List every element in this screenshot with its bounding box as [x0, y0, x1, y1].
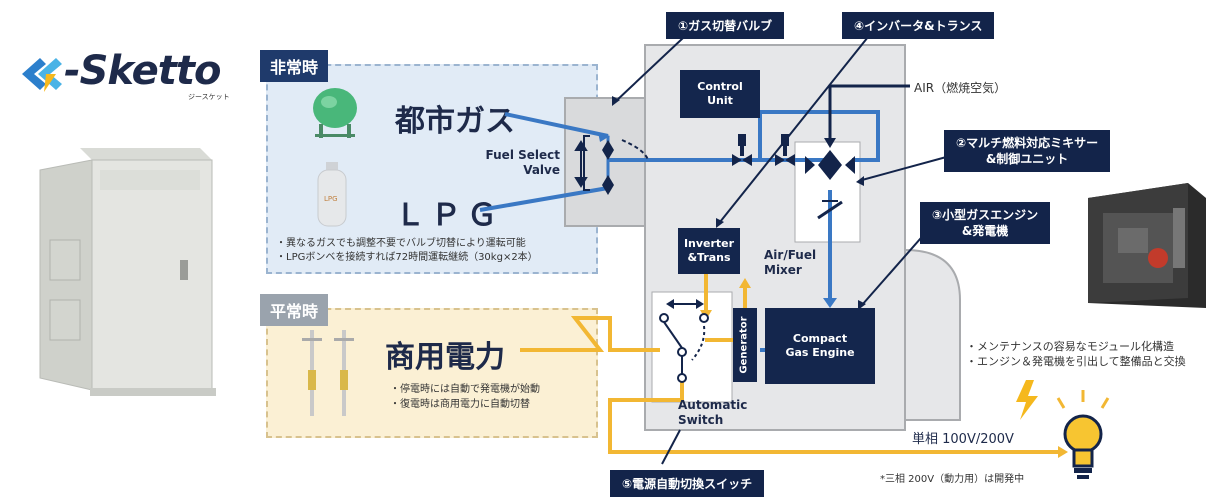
lpg-can-label: LPG: [324, 195, 338, 203]
logo-text: -Sketto: [64, 48, 221, 94]
light-bulb-icon: [1063, 414, 1103, 479]
control-unit-box: Control Unit: [680, 70, 760, 118]
air-fuel-mixer-label: Air/Fuel Mixer: [764, 248, 817, 277]
control-unit-label: Control Unit: [697, 80, 743, 107]
commercial-power-label: 商用電力: [385, 340, 505, 375]
callout-engine: ③小型ガスエンジン &発電機: [920, 202, 1051, 244]
maintenance-note-2: ・エンジン＆発電機を引出して整備品と交換: [966, 355, 1186, 368]
cabinet-illustration: [39, 148, 216, 396]
logo-mark-icon: [22, 58, 62, 92]
maintenance-note-1: ・メンテナンスの容易なモジュール化構造: [966, 340, 1175, 353]
normal-note-2: ・復電時は商用電力に自動切替: [390, 399, 530, 410]
callout-inverter: ④インバータ&トランス: [842, 12, 995, 39]
automatic-switch-label: Automatic Switch: [678, 398, 748, 427]
inverter-trans-label: Inverter &Trans: [683, 237, 735, 264]
generator-box: Generator: [733, 308, 757, 382]
emergency-note-1: ・異なるガスでも調整不要でバルブ切替により運転可能: [276, 238, 526, 249]
lpg-label: ＬＰＧ: [395, 198, 503, 233]
normal-note-1: ・停電時には自動で発電機が始動: [390, 384, 540, 395]
callout-switch: ⑤電源自動切換スイッチ: [610, 470, 765, 497]
three-phase-note: *三相 200V（動力用）は開発中: [880, 474, 1025, 485]
engine-module-photo: [1078, 178, 1208, 313]
compact-gas-engine-box: Compact Gas Engine: [765, 308, 875, 384]
logo-subtext: ジースケット: [188, 93, 230, 101]
callout-mixer: ②マルチ燃料対応ミキサー &制御ユニット: [944, 130, 1111, 172]
gas-tank-icon: [313, 88, 357, 138]
city-gas-label: 都市ガス: [395, 104, 515, 139]
utility-pole-icon: [302, 330, 354, 416]
single-phase-output: 単相 100V/200V: [912, 432, 1014, 447]
compact-gas-engine-label: Compact Gas Engine: [785, 332, 855, 359]
lpg-cylinder-icon: [317, 162, 347, 227]
generator-label: Generator: [739, 316, 750, 374]
callout-gas-valve: ①ガス切替バルブ: [666, 12, 785, 39]
emergency-note-2: ・LPGボンベを接続すれば72時間運転継続（30kg×2本）: [276, 252, 538, 263]
logo: -Sketto ジースケット: [10, 48, 240, 101]
air-label: AIR（燃焼空気）: [914, 81, 1007, 95]
normal-tag: 平常時: [260, 294, 329, 326]
emergency-tag: 非常時: [260, 50, 329, 82]
inverter-trans-box: Inverter &Trans: [678, 228, 740, 274]
normal-panel: [266, 308, 598, 438]
fuel-select-valve-label: Fuel Select Valve: [485, 148, 560, 177]
